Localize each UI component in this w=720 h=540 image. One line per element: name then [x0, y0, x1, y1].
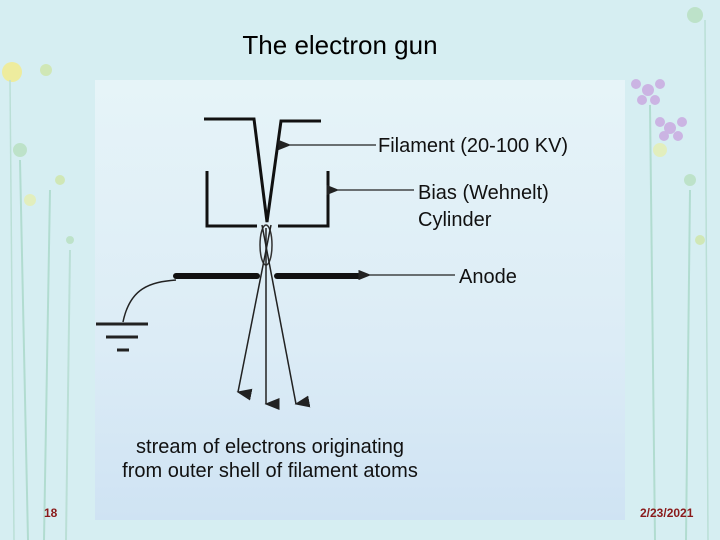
caption-line2: from outer shell of filament atoms — [122, 460, 418, 482]
filament — [204, 117, 321, 223]
caption-line1: stream of electrons originating — [136, 436, 404, 458]
left-flowers-decoration — [2, 62, 74, 540]
electron-beam — [236, 224, 311, 410]
right-flowers-decoration — [631, 7, 709, 540]
bias-label-line2: Cylinder — [418, 209, 492, 231]
bias-label-line1: Bias (Wehnelt) — [418, 182, 549, 204]
filament-label: Filament (20-100 KV) — [378, 135, 569, 157]
slide-number: 18 — [44, 506, 58, 520]
label-pointers — [278, 139, 455, 281]
content-panel — [95, 80, 625, 520]
beam-caption: stream of electrons originating from out… — [100, 435, 440, 483]
anode-label: Anode — [459, 266, 517, 288]
slide-date: 2/23/2021 — [640, 506, 694, 520]
ground-symbol — [96, 279, 177, 352]
slide-title: The electron gun — [242, 30, 438, 60]
